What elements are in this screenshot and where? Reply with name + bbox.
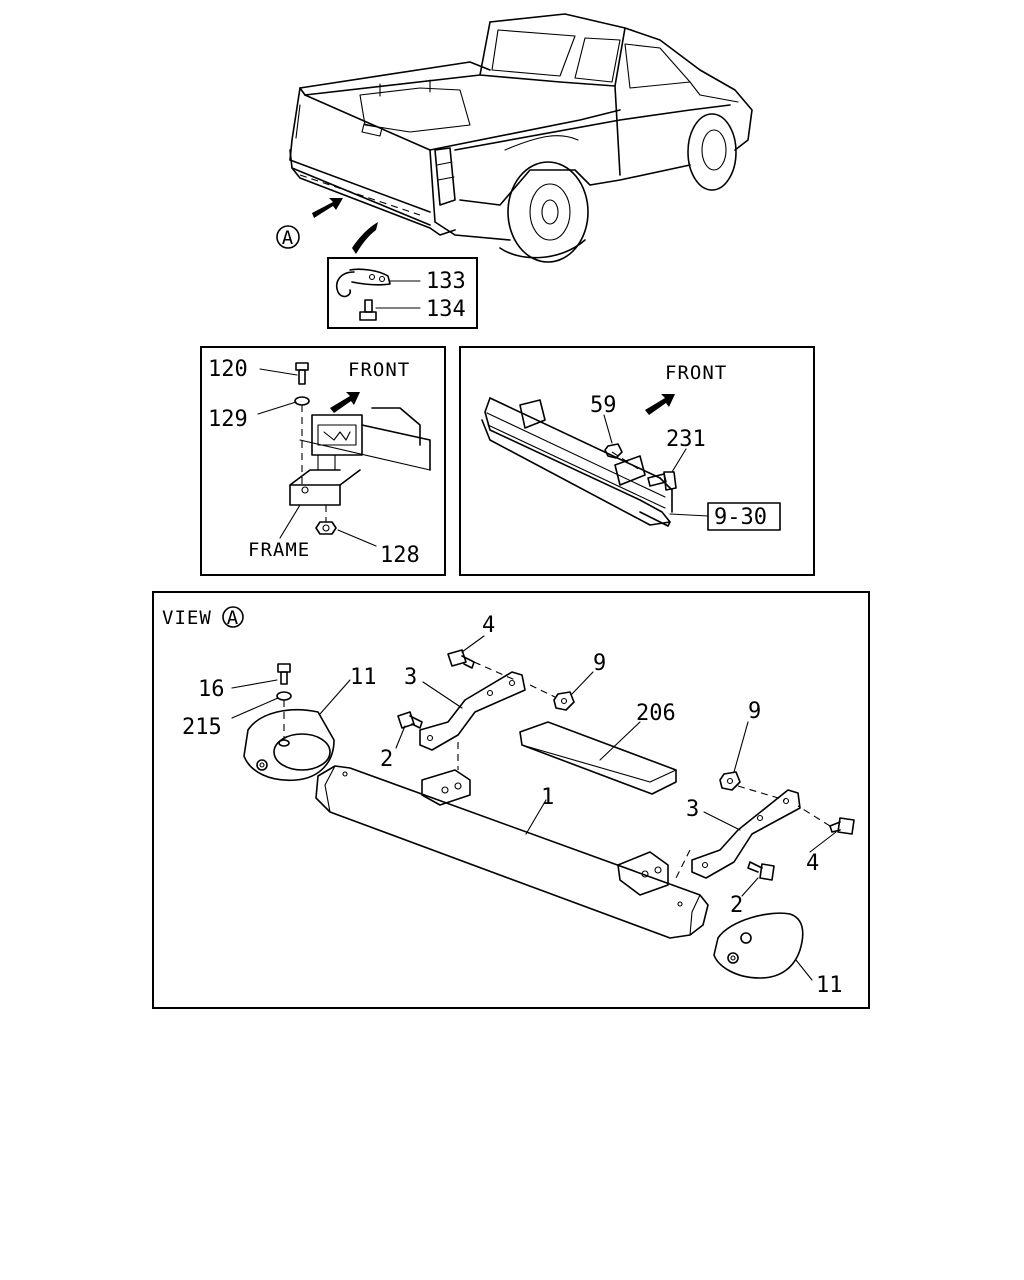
callout-1: 1 [541, 785, 554, 810]
view-a-title-marker: A [227, 607, 239, 629]
bolt-120 [295, 362, 309, 385]
callout-3-left: 3 [404, 665, 417, 690]
rear-bumper-drawing [481, 397, 673, 527]
bolt-4-top-left [447, 649, 516, 681]
callout-11-left: 11 [350, 665, 377, 690]
view-a-title: VIEW [162, 607, 212, 629]
step-bar-part [315, 765, 709, 939]
frame-label: FRAME [248, 539, 310, 561]
callout-3-right: 3 [686, 797, 699, 822]
end-cap-left [243, 708, 335, 782]
callout-215: 215 [182, 715, 222, 740]
right-detail-panel [459, 346, 815, 576]
callout-4-right: 4 [806, 851, 819, 876]
step-bar-bracket-right [617, 851, 669, 896]
callout-2-right: 2 [730, 893, 743, 918]
callout-129: 129 [208, 407, 248, 432]
view-a-marker-label: A [282, 227, 294, 249]
washer-215 [276, 691, 292, 701]
callout-9-right: 9 [748, 699, 761, 724]
bolt-231 [647, 471, 677, 491]
callout-11-right: 11 [816, 973, 843, 998]
bolt-4-right-end [797, 805, 855, 835]
tow-hook-part [336, 268, 391, 321]
pickup-truck-illustration [289, 13, 753, 263]
nut-9-left [529, 684, 575, 711]
frame-bracket-drawing [289, 405, 431, 522]
callout-128: 128 [380, 543, 420, 568]
callout-120: 120 [208, 357, 248, 382]
callout-206: 206 [636, 701, 676, 726]
view-a-marker: A [276, 225, 300, 249]
step-bar-bracket-left [421, 769, 471, 806]
mounting-bracket-right [674, 789, 801, 881]
callout-9-left: 9 [593, 651, 606, 676]
right-front-label: FRONT [665, 362, 727, 384]
callout-9-30: 9-30 [714, 505, 767, 530]
callout-231: 231 [666, 427, 706, 452]
tow-hook-inset [327, 257, 478, 329]
callout-16: 16 [198, 677, 225, 702]
nut-9-right [719, 771, 786, 801]
callout-2-left: 2 [380, 747, 393, 772]
left-detail-panel [200, 346, 446, 576]
mounting-bracket-left [419, 671, 526, 770]
ref-9-30-box [707, 502, 781, 531]
callout-133: 133 [426, 269, 466, 294]
view-a-arrow [312, 198, 378, 254]
right-front-arrow [645, 394, 675, 415]
rubber-pad-206 [519, 721, 677, 795]
callout-59: 59 [590, 393, 617, 418]
callout-4-top: 4 [482, 613, 495, 638]
view-a-panel [152, 591, 870, 1009]
end-cap-right [713, 912, 804, 979]
bolt-2-right [747, 861, 775, 881]
callout-134: 134 [426, 297, 466, 322]
nut-59 [604, 443, 623, 459]
left-front-label: FRONT [348, 359, 410, 381]
bolt-2-left [397, 711, 423, 729]
washer-129 [294, 396, 310, 406]
screw-16 [277, 663, 291, 685]
view-a-title-marker-circle [222, 606, 244, 628]
left-front-arrow [330, 392, 360, 413]
nut-128 [315, 521, 337, 535]
